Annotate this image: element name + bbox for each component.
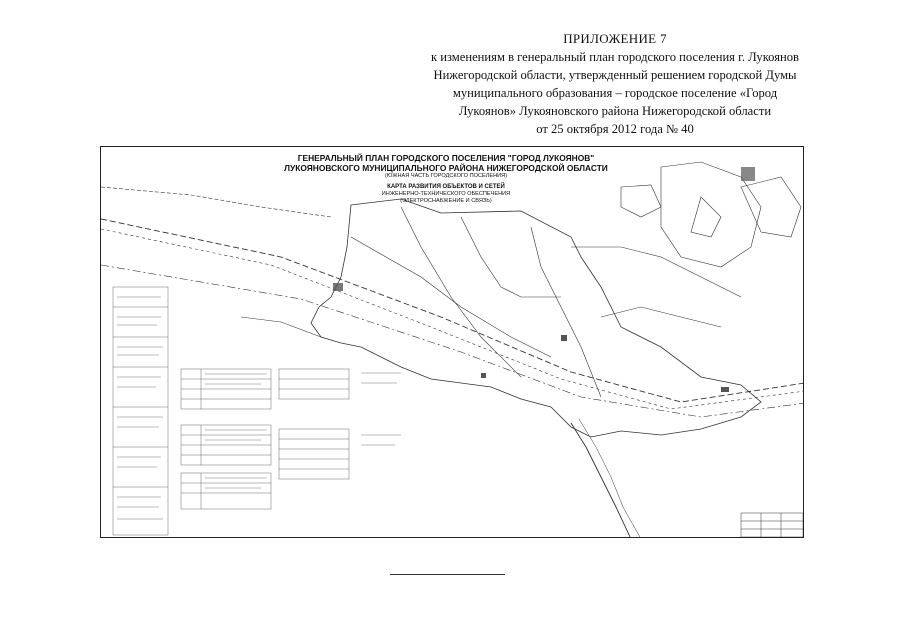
road-6	[600, 306, 722, 328]
sheet-title: КАРТА РАЗВИТИЯ ОБЪЕКТОВ И СЕТЕЙ	[387, 184, 505, 190]
appendix-line-5: от 25 октября 2012 года № 40	[536, 122, 694, 136]
sheet-title-2: ИНЖЕНЕРНО-ТЕХНИЧЕСКОГО ОБЕСПЕЧЕНИЯ	[381, 191, 511, 197]
appendix-header: ПРИЛОЖЕНИЕ 7 к изменениям в генеральный …	[330, 30, 900, 138]
appendix-line-2: Нижегородской области, утвержденный реше…	[433, 68, 797, 82]
appendix-line-3: муниципального образования – городское п…	[452, 86, 778, 100]
legend-tables	[180, 368, 350, 510]
map-sheet: ГЕНЕРАЛЬНЫЙ ПЛАН ГОРОДСКОГО ПОСЕЛЕНИЯ "Г…	[100, 146, 804, 538]
map-subtitle: (ЮЖНАЯ ЧАСТЬ ГОРОДСКОГО ПОСЕЛЕНИЯ)	[384, 173, 508, 179]
appendix-line-4: Лукоянов» Лукояновского района Нижегород…	[458, 104, 772, 118]
appendix-title: ПРИЛОЖЕНИЕ 7	[563, 31, 667, 46]
road-1	[350, 236, 552, 358]
road-5	[571, 246, 742, 298]
railway-line	[101, 218, 803, 403]
bottom-rule	[390, 574, 505, 575]
power-line	[101, 228, 803, 410]
map-drawing	[101, 161, 803, 537]
settlement-texture	[333, 167, 755, 392]
river	[570, 422, 631, 537]
main-corridor	[101, 264, 803, 418]
map-title-line-2: ЛУКОЯНОВСКОГО МУНИЦИПАЛЬНОГО РАЙОНА НИЖЕ…	[284, 163, 608, 173]
road-3	[530, 226, 602, 398]
appendix-line-1: к изменениям в генеральный план городско…	[430, 50, 799, 64]
title-block	[740, 512, 803, 537]
town-boundary	[310, 198, 762, 438]
district-ne	[660, 161, 762, 268]
road-2	[400, 206, 522, 378]
legend-left	[112, 286, 169, 536]
sheet-title-3: (ЭЛЕКТРОСНАБЖЕНИЕ И СВЯЗЬ)	[400, 198, 492, 204]
map-title-line-1: ГЕНЕРАЛЬНЫЙ ПЛАН ГОРОДСКОГО ПОСЕЛЕНИЯ "Г…	[297, 153, 595, 163]
map-title-block: ГЕНЕРАЛЬНЫЙ ПЛАН ГОРОДСКОГО ПОСЕЛЕНИЯ "Г…	[281, 153, 611, 205]
road-4	[460, 216, 561, 298]
